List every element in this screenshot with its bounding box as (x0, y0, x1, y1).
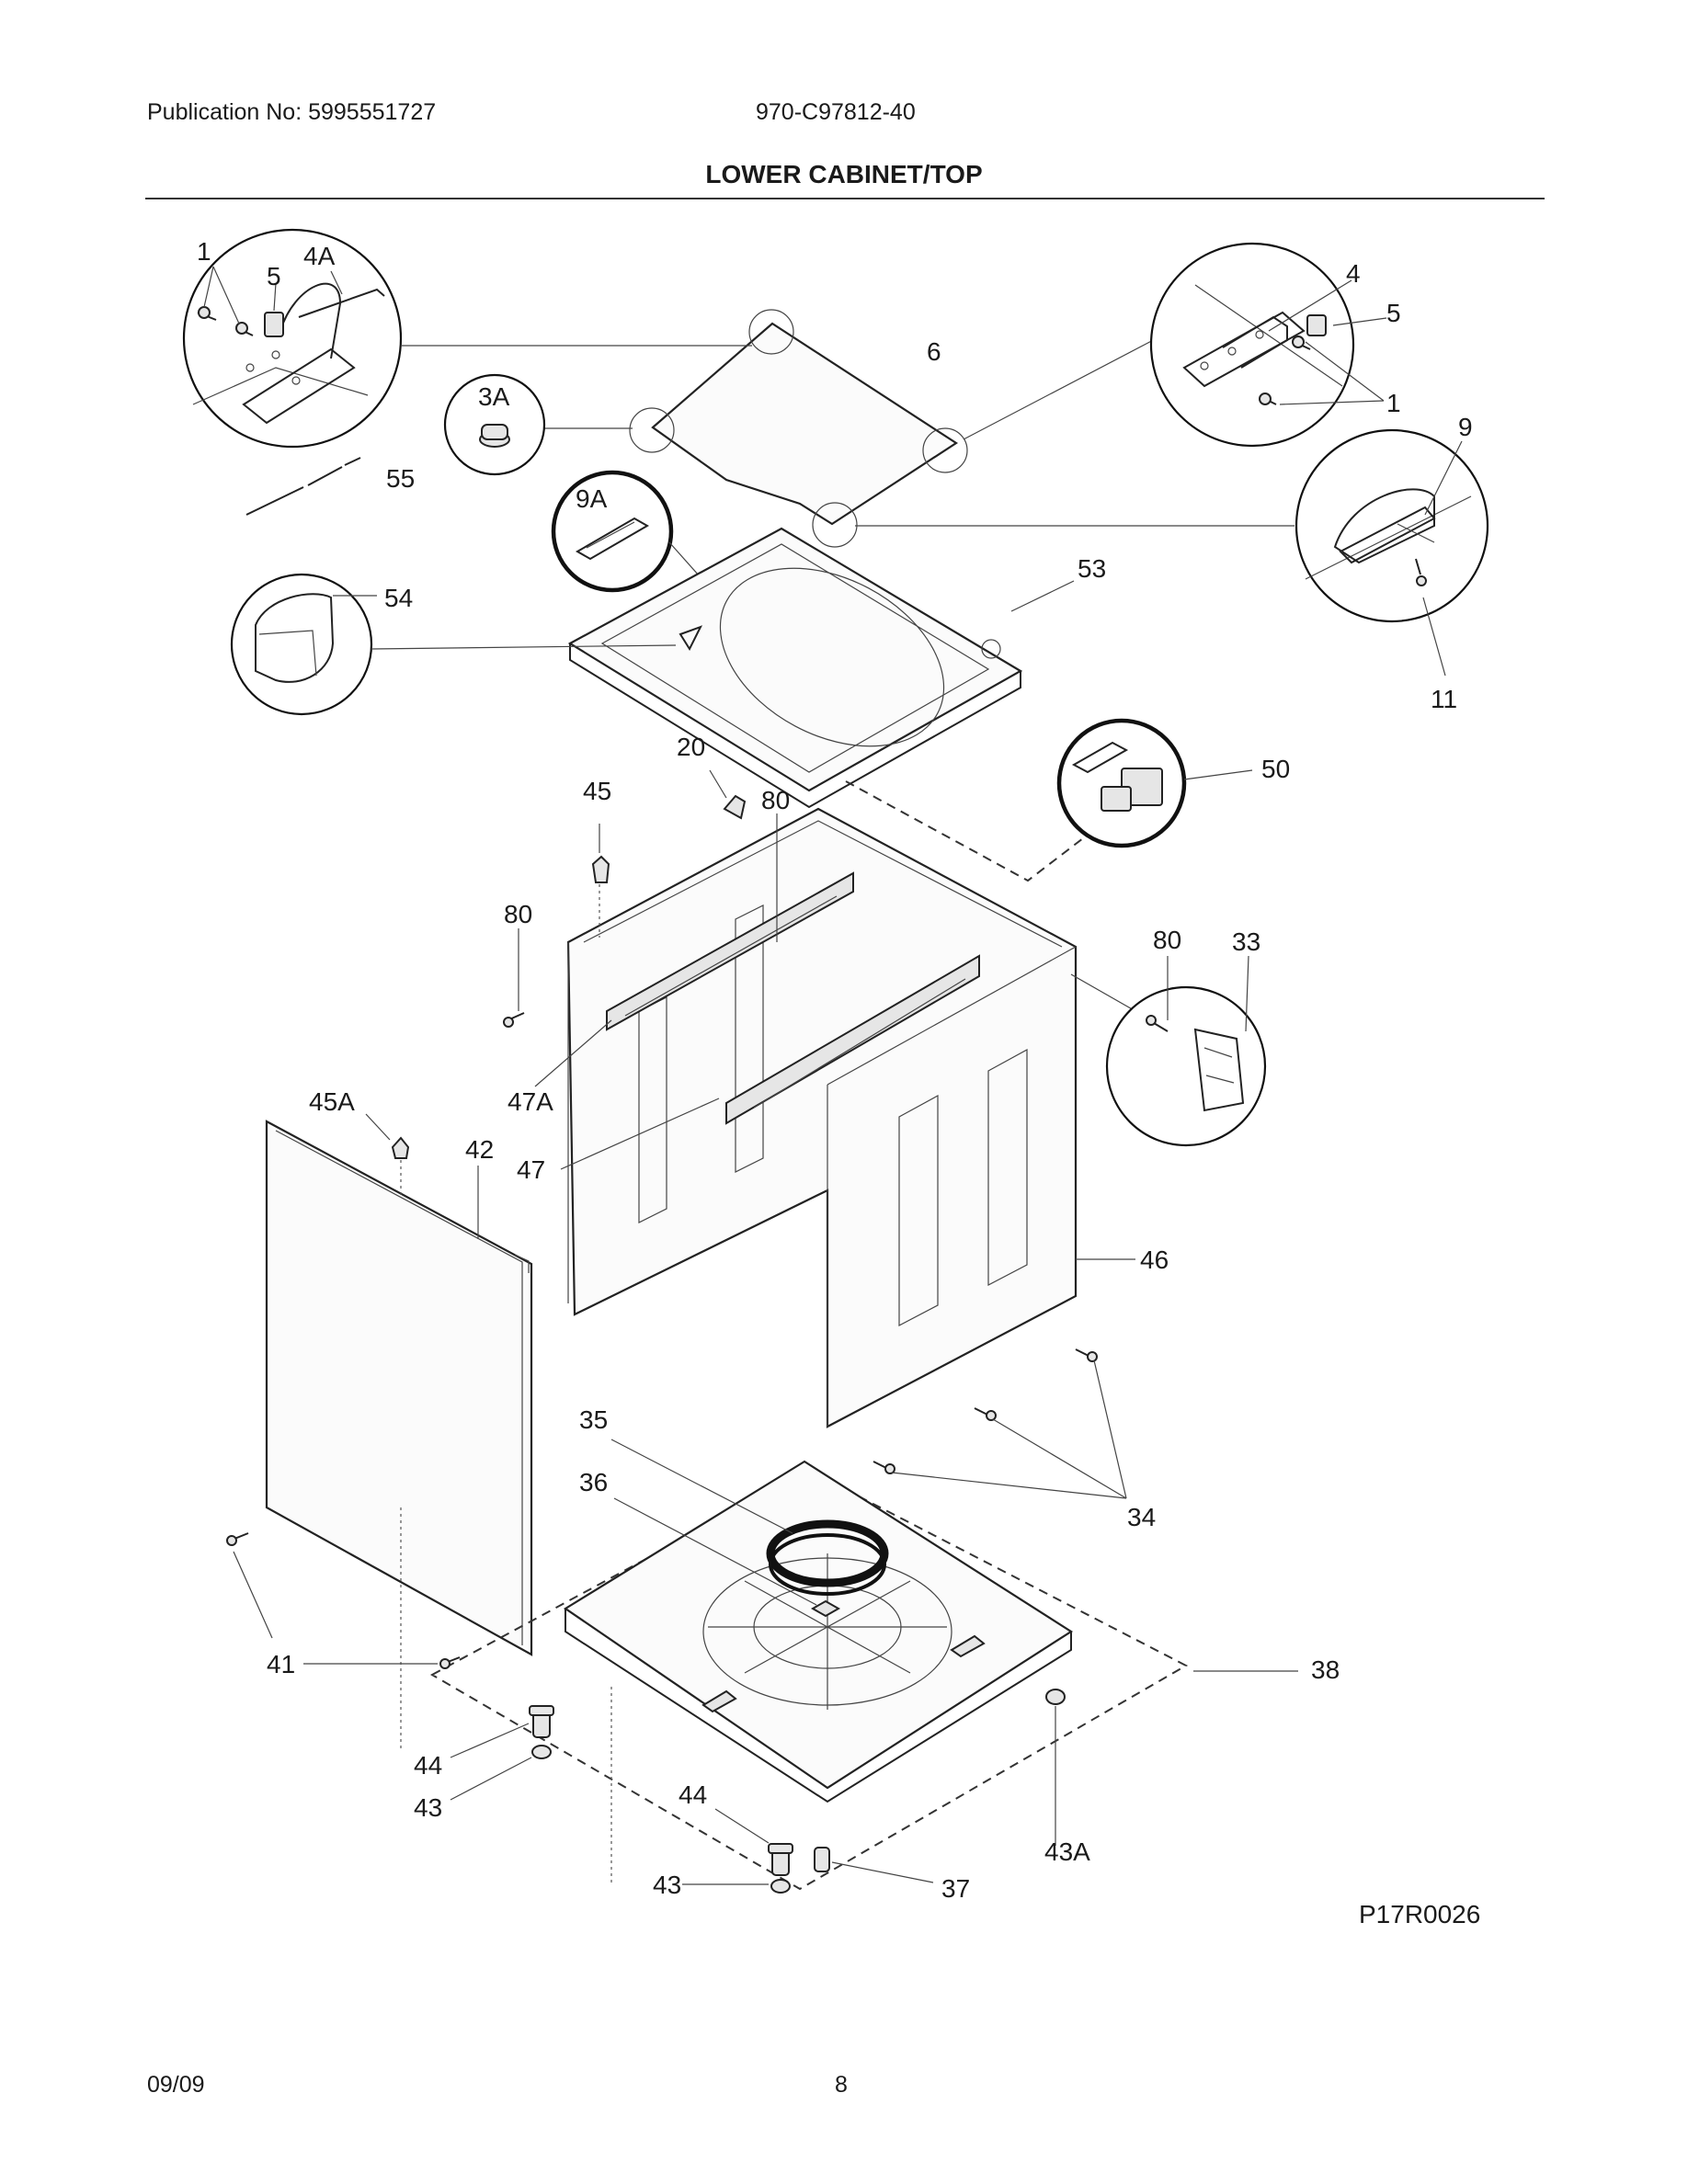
foot-pad-43A (1045, 1689, 1066, 1705)
callout-45A: 45A (309, 1087, 355, 1116)
callout-43-left: 43 (414, 1793, 442, 1822)
screw-41b (439, 1656, 461, 1669)
callout-6: 6 (927, 337, 941, 366)
callout-9: 9 (1458, 413, 1473, 441)
callout-5-left: 5 (267, 262, 281, 290)
bumper-detail-bubble (443, 373, 546, 476)
strike-detail-bubble (551, 470, 674, 593)
screws-34 (873, 1348, 1098, 1474)
callout-labels: 1 4A 5 3A 55 9A 54 6 4 5 1 9 53 11 50 20… (197, 237, 1480, 1928)
small-clip-20 (723, 794, 747, 820)
callout-1-right: 1 (1386, 389, 1401, 417)
callout-41: 41 (267, 1650, 295, 1678)
callout-47A: 47A (508, 1087, 553, 1116)
lid (629, 309, 968, 548)
callout-1-left: 1 (197, 237, 211, 266)
callout-80-top: 80 (761, 786, 790, 814)
foot-37 (814, 1847, 830, 1872)
callout-43A: 43A (1044, 1837, 1090, 1866)
callout-44-left: 44 (414, 1751, 442, 1780)
front-panel (265, 1120, 533, 1656)
latch-detail-bubble (1295, 428, 1489, 623)
callout-4-right: 4 (1346, 259, 1361, 288)
leveling-leg-44b (768, 1843, 793, 1876)
lid-switch-detail-bubble (1105, 985, 1267, 1147)
callout-36: 36 (579, 1468, 608, 1496)
callout-4A: 4A (303, 242, 336, 270)
callout-55: 55 (386, 464, 415, 493)
hinge-detail-bubble-left (182, 228, 403, 449)
base (563, 1460, 1074, 1803)
foam-pad-36 (810, 1599, 841, 1618)
callout-53: 53 (1078, 554, 1106, 583)
callout-11: 11 (1431, 685, 1457, 713)
callout-44-bottom: 44 (679, 1780, 707, 1809)
callout-35: 35 (579, 1405, 608, 1434)
callout-46: 46 (1140, 1246, 1169, 1274)
callout-3A: 3A (478, 382, 510, 411)
callout-80-right: 80 (1153, 926, 1181, 954)
callout-5-right: 5 (1386, 299, 1401, 327)
callout-37: 37 (941, 1874, 970, 1903)
callout-34: 34 (1127, 1503, 1156, 1531)
switch-detail-bubble (1056, 718, 1187, 848)
leveling-leg-44a (529, 1705, 554, 1738)
model-number: 970-C97812-40 (756, 99, 916, 125)
callout-80-left: 80 (504, 900, 532, 928)
publication-number: Publication No: 5995551727 (147, 99, 437, 125)
header-rule (145, 198, 1545, 199)
screw-80 (503, 1012, 525, 1028)
callout-42: 42 (465, 1135, 494, 1164)
callout-33: 33 (1232, 927, 1260, 956)
dispenser-detail-bubble (230, 573, 373, 716)
callout-43-bottom: 43 (653, 1871, 681, 1899)
spring-part (245, 457, 361, 516)
foot-pad-43b (770, 1879, 791, 1894)
callout-50: 50 (1261, 755, 1290, 783)
callout-20: 20 (677, 733, 705, 761)
stud-45A (391, 1136, 410, 1159)
stud-45 (591, 855, 610, 883)
page-title: LOWER CABINET/TOP (705, 160, 983, 188)
screw-41 (226, 1532, 249, 1546)
callout-38: 38 (1311, 1655, 1340, 1684)
hinge-detail-bubble-right (1149, 242, 1355, 448)
footer-date: 09/09 (147, 2072, 205, 2098)
foot-pad-43a (531, 1745, 552, 1759)
callout-54: 54 (384, 584, 413, 612)
top-panel (567, 527, 1023, 809)
callout-9A: 9A (576, 484, 608, 513)
tub-seal-ring (766, 1519, 889, 1596)
page-number: 8 (835, 2072, 848, 2098)
cabinet (566, 807, 1078, 1428)
callout-45: 45 (583, 777, 611, 805)
diagram-code: P17R0026 (1359, 1900, 1480, 1928)
callout-47: 47 (517, 1155, 545, 1184)
